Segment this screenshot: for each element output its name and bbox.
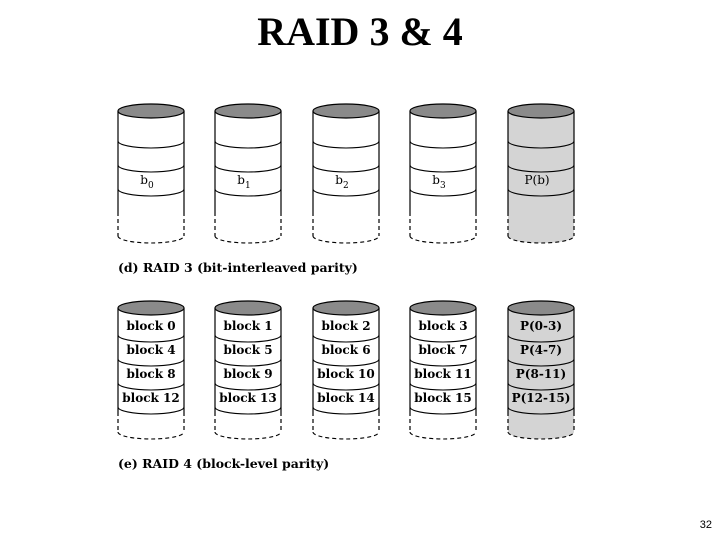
parity-block: P(4-7)	[520, 343, 562, 357]
data-block: block 6	[321, 343, 370, 357]
disk-top	[117, 300, 185, 316]
raid4-data-disk: block 3 block 7 block 11 block 15	[409, 300, 477, 440]
raid4-caption: (e) RAID 4 (block-level parity)	[118, 456, 329, 471]
parity-block: P(8-11)	[516, 367, 566, 381]
parity-block: P(0-3)	[520, 319, 562, 333]
data-block: block 1	[223, 319, 272, 333]
raid3-group: b0 b1 b2 b3 P(b) (d) RAID 3 (bit-interleaved …	[117, 103, 575, 275]
raid4-data-disk: block 2 block 6 block 10 block 14	[312, 300, 380, 440]
disk-top	[409, 103, 477, 119]
disk-top	[214, 300, 282, 316]
raid3-data-disk: b0	[117, 103, 185, 244]
data-block: block 8	[126, 367, 175, 381]
raid3-data-disk: b2	[312, 103, 380, 244]
disk-label: P(b)	[524, 173, 549, 187]
disk-label: b2	[335, 173, 348, 191]
data-block: block 15	[414, 391, 471, 405]
raid4-data-disk: block 1 block 5 block 9 block 13	[214, 300, 282, 440]
disk-top	[117, 103, 185, 119]
data-block: block 0	[126, 319, 175, 333]
disk-label: b3	[432, 173, 446, 191]
raid3-data-disk: b3	[409, 103, 477, 244]
data-block: block 13	[219, 391, 276, 405]
disk-top	[214, 103, 282, 119]
data-block: block 7	[418, 343, 467, 357]
page-number: 32	[699, 519, 712, 531]
disk-top	[409, 300, 477, 316]
raid3-parity-disk: P(b)	[507, 103, 575, 244]
data-block: block 2	[321, 319, 370, 333]
raid4-parity-disk: P(0-3) P(4-7) P(8-11) P(12-15)	[507, 300, 575, 440]
data-block: block 5	[223, 343, 272, 357]
data-block: block 3	[418, 319, 467, 333]
data-block: block 9	[223, 367, 272, 381]
disk-label: b0	[140, 173, 154, 191]
data-block: block 4	[126, 343, 175, 357]
data-block: block 10	[317, 367, 374, 381]
raid3-data-disk: b1	[214, 103, 282, 244]
disk-label: b1	[237, 173, 250, 191]
parity-block: P(12-15)	[512, 391, 571, 405]
disk-top	[507, 103, 575, 119]
data-block: block 11	[414, 367, 471, 381]
data-block: block 14	[317, 391, 374, 405]
disk-top	[312, 103, 380, 119]
disk-top	[312, 300, 380, 316]
raid4-data-disk: block 0 block 4 block 8 block 12	[117, 300, 185, 440]
raid3-caption: (d) RAID 3 (bit-interleaved parity)	[118, 260, 358, 275]
data-block: block 12	[122, 391, 179, 405]
disk-top	[507, 300, 575, 316]
page-title: RAID 3 & 4	[257, 9, 463, 54]
